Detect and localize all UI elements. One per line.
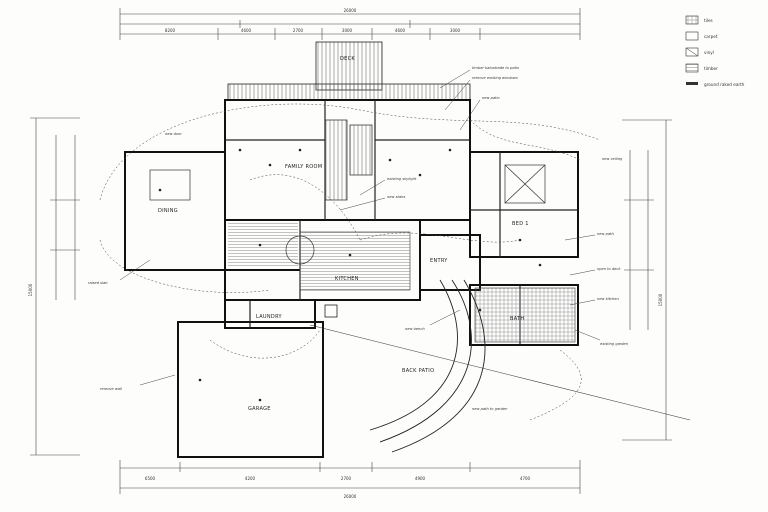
room-kitchen: KITCHEN xyxy=(335,276,359,282)
note-new-door: new door xyxy=(165,132,182,136)
legend-swatch-carpet xyxy=(685,31,699,41)
note-new-ceiling: new ceiling xyxy=(602,157,623,161)
room-laundry: LAUNDRY xyxy=(256,314,283,320)
kitchen-floor xyxy=(299,231,411,291)
dim-top-3: 2700 xyxy=(293,28,304,33)
room-dining: DINING xyxy=(158,208,178,214)
dim-top-1: 8200 xyxy=(165,28,176,33)
note-remove-windows: remove existing windows xyxy=(472,76,518,80)
legend-swatch-hatch xyxy=(686,82,698,85)
ground-line xyxy=(309,324,691,421)
internal-stair-2 xyxy=(349,124,373,176)
dim-bot-2: 4200 xyxy=(245,476,256,481)
leader-lines xyxy=(119,69,601,386)
dimension-lines-sides xyxy=(30,117,672,456)
room-back-patio: BACK PATIO xyxy=(402,368,434,374)
legend-label-carpet: carpet xyxy=(704,34,718,39)
dim-bot-4: 4900 xyxy=(415,476,426,481)
dimension-lines-bottom xyxy=(119,460,581,494)
room-entry: ENTRY xyxy=(430,258,448,264)
dimension-lines-top xyxy=(119,8,581,40)
curved-path xyxy=(369,279,486,453)
note-new-patio: new patio xyxy=(482,96,500,100)
room-bed: BED 1 xyxy=(512,221,529,227)
legend-label-timber: timber xyxy=(704,66,718,71)
room-family: FAMILY ROOM xyxy=(285,164,322,170)
legend-swatch-vinyl xyxy=(685,47,699,57)
room-garage: GARAGE xyxy=(248,406,271,412)
note-new-bench: new bench xyxy=(405,327,425,331)
note-new-path: new path xyxy=(597,232,614,236)
legend-swatch-tiles xyxy=(685,15,699,25)
skylight xyxy=(149,164,546,204)
note-raised-slab: raised slab xyxy=(88,281,108,285)
note-remove-wall: remove wall xyxy=(100,387,122,391)
note-skylight: existing skylight xyxy=(387,177,417,181)
dim-top-2: 4600 xyxy=(241,28,252,33)
legend-swatch-timber xyxy=(685,63,699,73)
dim-right-total: 15000 xyxy=(658,293,663,306)
post xyxy=(324,304,338,318)
rear-deck xyxy=(227,83,471,101)
dim-overall-bottom: 26000 xyxy=(344,494,357,499)
fixture-marks xyxy=(158,148,542,402)
dim-top-4: 3000 xyxy=(342,28,353,33)
legend: tiles carpet vinyl timber ground raked e… xyxy=(685,15,745,87)
room-bath: BATH xyxy=(510,316,524,322)
note-existing-garden: existing garden xyxy=(600,342,629,346)
legend-label-tiles: tiles xyxy=(704,18,713,23)
dim-top-6: 3000 xyxy=(450,28,461,33)
dim-bot-1: 6500 xyxy=(145,476,156,481)
dashed-services xyxy=(99,103,601,421)
note-open-to-deck: open to deck xyxy=(597,267,621,271)
dim-left-total: 15000 xyxy=(28,283,33,296)
round-feature xyxy=(285,235,315,265)
legend-label-vinyl: vinyl xyxy=(704,50,714,55)
dim-overall-top: 26000 xyxy=(344,8,357,13)
legend-label-raked: ground raked earth xyxy=(704,82,745,87)
bath-floor-tiles xyxy=(474,287,576,343)
dim-bot-3: 2700 xyxy=(341,476,352,481)
note-balustrade: timber balustrade to patio xyxy=(472,66,520,70)
dim-top-5: 4600 xyxy=(395,28,406,33)
room-deck: DECK xyxy=(340,56,355,62)
internal-stair xyxy=(324,119,348,201)
note-new-kitchen: new kitchen xyxy=(597,297,620,301)
top-deck-stairs xyxy=(315,41,383,91)
note-path-garden: new path to garden xyxy=(472,407,508,411)
dining-floor xyxy=(228,222,298,268)
dim-bot-5: 4700 xyxy=(520,476,531,481)
note-new-stairs: new stairs xyxy=(387,195,406,199)
